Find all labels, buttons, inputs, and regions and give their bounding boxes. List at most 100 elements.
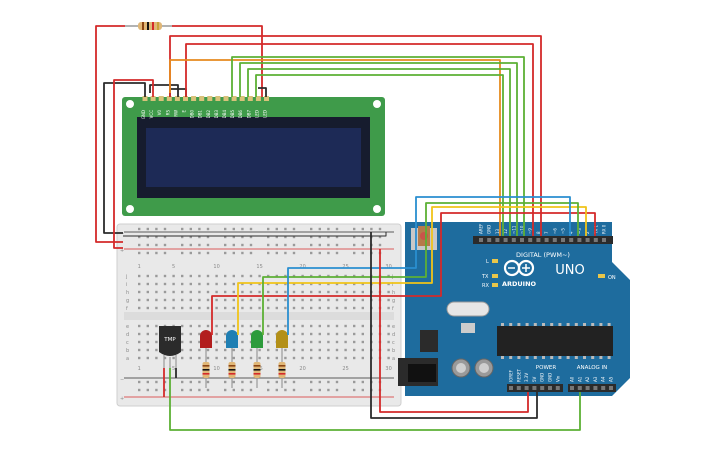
breadboard-hole <box>146 235 149 239</box>
breadboard-hole <box>224 348 227 352</box>
breadboard-hole <box>284 282 287 286</box>
lcd-pin <box>215 96 221 101</box>
voltage-regulator <box>420 330 438 352</box>
breadboard-hole <box>224 243 227 247</box>
breadboard-hole <box>310 235 313 239</box>
wire-green-tmp-to-a0 <box>169 368 581 431</box>
breadboard-hole <box>146 306 149 310</box>
l-led <box>492 259 498 263</box>
power-pin <box>516 386 521 390</box>
breadboard-hole <box>224 251 227 255</box>
rail-plus-sign: + <box>120 248 124 254</box>
breadboard-hole <box>232 274 235 278</box>
analog-pin-label: A3 <box>593 376 598 382</box>
breadboard-hole <box>181 251 184 255</box>
breadboard-hole <box>224 340 227 344</box>
wire-black-lcd-led-k <box>258 87 267 97</box>
breadboard-hole <box>198 324 201 328</box>
breadboard-hole <box>370 227 373 231</box>
breadboard-hole <box>215 298 218 302</box>
breadboard-hole <box>163 306 167 310</box>
breadboard-hole <box>155 251 158 255</box>
breadboard-hole <box>206 380 210 384</box>
breadboard-hole <box>215 306 218 310</box>
digital-pin-label: 7 <box>544 231 549 234</box>
breadboard-hole <box>353 306 356 310</box>
breadboard-hole <box>163 274 167 278</box>
breadboard-hole <box>344 298 347 302</box>
breadboard-hole <box>138 306 141 310</box>
breadboard-hole <box>284 274 287 278</box>
chip-leg <box>558 323 562 326</box>
breadboard-hole <box>267 324 270 328</box>
breadboard-hole <box>198 235 201 239</box>
breadboard-hole <box>275 274 278 278</box>
row-letter: e <box>392 324 395 330</box>
power-pin <box>540 386 545 390</box>
lcd-screen <box>146 128 361 187</box>
digital-pin <box>593 238 598 242</box>
wire-blue-led-signal <box>287 196 571 335</box>
column-number: 5 <box>172 264 175 270</box>
analog-pin <box>585 386 590 390</box>
breadboard-hole <box>155 340 158 344</box>
digital-pin <box>544 238 549 242</box>
breadboard-hole <box>241 227 244 231</box>
breadboard-hole <box>292 380 296 384</box>
chip-leg <box>566 356 570 359</box>
breadboard-hole <box>327 274 330 278</box>
breadboard-hole <box>163 298 167 302</box>
breadboard-hole <box>206 274 210 278</box>
breadboard-hole <box>155 227 158 231</box>
breadboard-hole <box>138 274 141 278</box>
wires <box>95 25 596 431</box>
breadboard-hole <box>181 235 184 239</box>
breadboard-hole <box>198 282 201 286</box>
breadboard-hole <box>224 332 227 336</box>
breadboard-hole <box>189 290 192 294</box>
breadboard-hole <box>241 332 244 336</box>
digital-pin-label: ~9 <box>528 228 533 234</box>
breadboard-hole <box>310 356 313 360</box>
breadboard-hole <box>232 306 235 310</box>
breadboard-hole <box>155 380 158 384</box>
column-number: 30 <box>385 264 391 270</box>
breadboard-hole <box>138 243 141 247</box>
breadboard-hole <box>232 298 235 302</box>
breadboard-hole <box>327 251 330 255</box>
breadboard-hole <box>353 356 356 360</box>
breadboard-hole <box>335 235 339 239</box>
breadboard-hole <box>275 282 278 286</box>
tx-led <box>492 274 498 278</box>
breadboard-hole <box>344 340 347 344</box>
breadboard-hole <box>301 324 304 328</box>
breadboard-hole <box>361 380 364 384</box>
power-pin-label: IOREF <box>509 369 514 382</box>
digital-pin-label: 12 <box>503 228 508 234</box>
breadboard-hole <box>146 332 149 336</box>
breadboard-hole <box>215 324 218 328</box>
breadboard-hole <box>284 235 287 239</box>
breadboard-hole <box>163 282 167 286</box>
breadboard-hole <box>318 356 321 360</box>
breadboard-hole <box>146 251 149 255</box>
led-green-body <box>251 330 263 348</box>
breadboard-hole <box>181 348 184 352</box>
breadboard-hole <box>189 251 192 255</box>
breadboard-hole <box>155 324 158 328</box>
breadboard-hole <box>249 348 253 352</box>
power-jack-inner <box>408 364 436 382</box>
breadboard-hole <box>249 332 253 336</box>
digital-pin <box>479 238 483 242</box>
breadboard-hole <box>215 348 218 352</box>
breadboard-hole <box>224 235 227 239</box>
breadboard-hole <box>310 290 313 294</box>
rx-led <box>492 283 498 287</box>
breadboard-hole <box>206 290 210 294</box>
breadboard-hole <box>267 227 270 231</box>
chip-leg <box>533 323 537 326</box>
breadboard-hole <box>275 290 278 294</box>
breadboard-hole <box>146 290 149 294</box>
breadboard-hole <box>310 251 313 255</box>
